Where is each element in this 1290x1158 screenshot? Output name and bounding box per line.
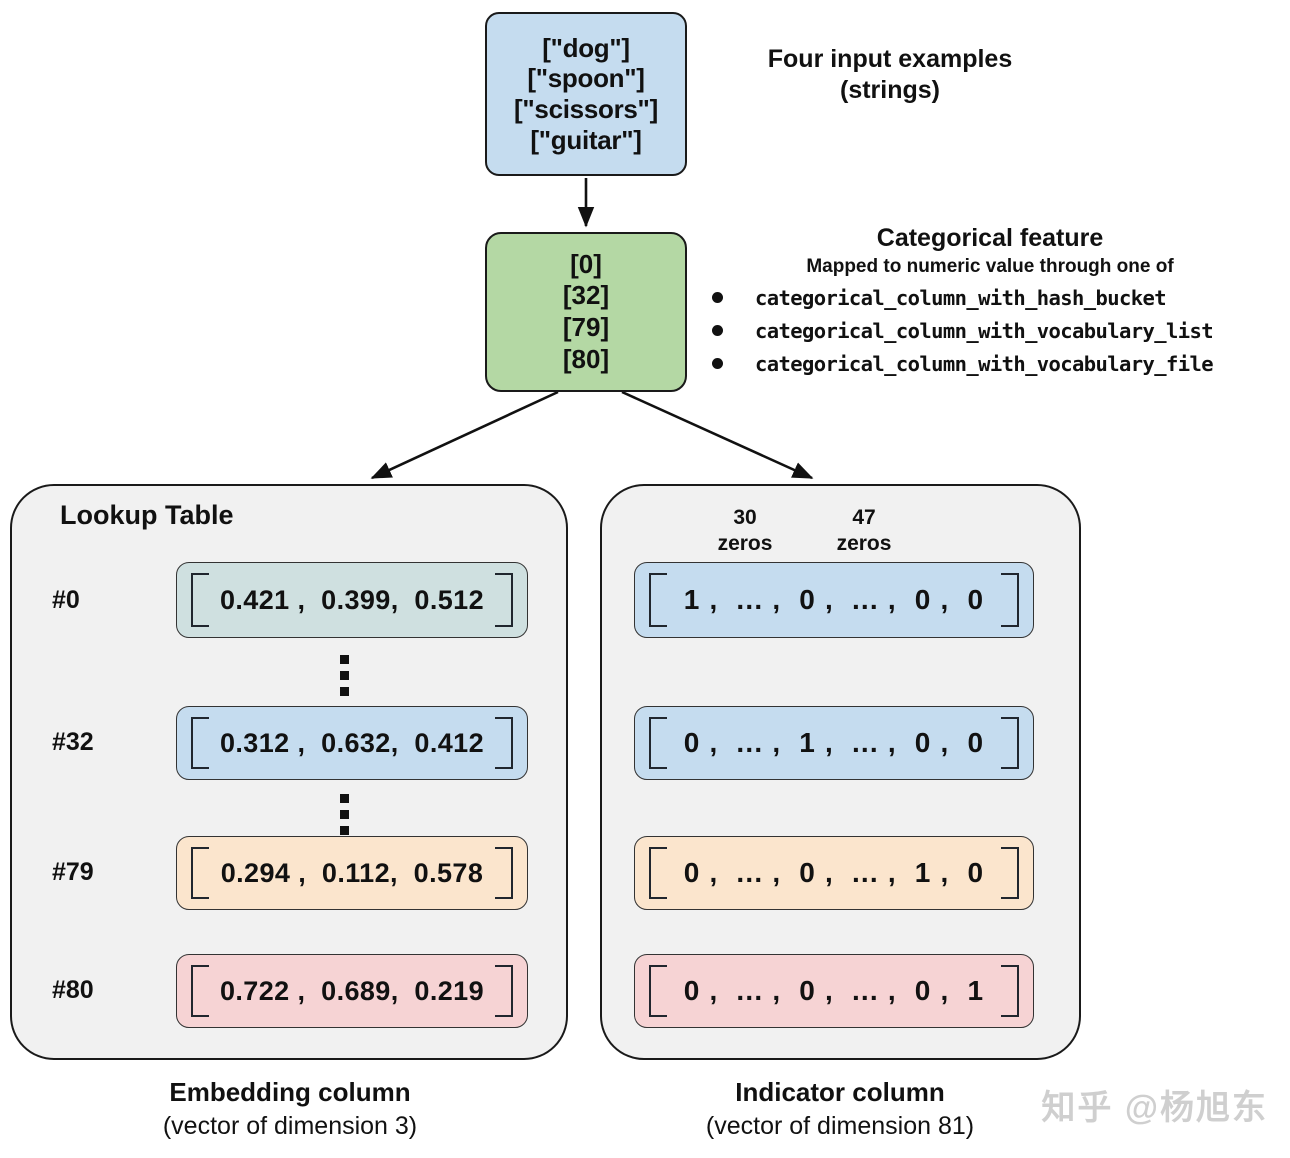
list-item: categorical_column_with_hash_bucket — [712, 282, 1290, 313]
indicator-column-caption: Indicator column (vector of dimension 81… — [590, 1076, 1090, 1142]
embedding-caption-line2: (vector of dimension 3) — [162, 1111, 418, 1140]
bullet-icon — [712, 325, 723, 336]
categorical-feature-subtitle: Mapped to numeric value through one of — [806, 256, 1174, 277]
indicator-row-1: 0 , ... , 1 , ... , 0 , 0 — [634, 706, 1034, 780]
lookup-row-2: 0.294 , 0.112, 0.578 — [176, 836, 528, 910]
bracket-right-icon — [1001, 847, 1019, 899]
zeros-left-count: 30 — [733, 506, 757, 529]
embedding-column-caption: Embedding column (vector of dimension 3) — [30, 1076, 550, 1142]
list-item: categorical_column_with_vocabulary_file — [712, 348, 1290, 379]
categorical-value-2: [79] — [562, 312, 610, 342]
indicator-row-0: 1 , ... , 0 , ... , 0 , 0 — [634, 562, 1034, 638]
input-example-2: ["scissors"] — [514, 94, 658, 124]
lookup-table-title: Lookup Table — [60, 500, 234, 530]
indicator-values-0: 1 , ... , 0 , ... , 0 , 0 — [683, 584, 985, 615]
lookup-row-3: 0.722 , 0.689, 0.219 — [176, 954, 528, 1028]
categorical-method-2: categorical_column_with_vocabulary_file — [755, 351, 1214, 376]
watermark: 知乎 @杨旭东 — [1041, 1089, 1268, 1127]
input-example-0: ["dog"] — [542, 32, 630, 63]
bracket-right-icon — [1001, 717, 1019, 769]
categorical-feature-title: Categorical feature — [876, 224, 1104, 252]
categorical-value-1: [32] — [562, 280, 610, 311]
indicator-values-2: 0 , ... , 0 , ... , 1 , 0 — [683, 857, 985, 888]
vertical-ellipsis-icon — [339, 655, 349, 703]
lookup-index-2: #79 — [52, 858, 94, 886]
indicator-caption-line1: Indicator column — [735, 1077, 945, 1107]
lookup-index-3: #80 — [52, 976, 94, 1004]
categorical-values-box: [0] [32] [79] [80] — [485, 232, 687, 392]
zeros-right-count: 47 — [852, 506, 876, 529]
bracket-right-icon — [495, 847, 513, 899]
lookup-row-1: 0.312 , 0.632, 0.412 — [176, 706, 528, 780]
lookup-index-1: #32 — [52, 728, 94, 756]
zeros-left-word: zeros — [717, 532, 773, 556]
input-example-1: ["spoon"] — [527, 63, 645, 94]
vertical-ellipsis-icon — [339, 794, 349, 842]
bracket-right-icon — [495, 717, 513, 769]
zeros-left-label: 30 zeros — [700, 505, 790, 558]
lookup-values-3: 0.722 , 0.689, 0.219 — [219, 975, 484, 1006]
bracket-right-icon — [495, 965, 513, 1017]
indicator-values-3: 0 , ... , 0 , ... , 0 , 1 — [683, 975, 985, 1006]
input-note-line1: Four input examples — [767, 45, 1013, 73]
categorical-method-0: categorical_column_with_hash_bucket — [755, 285, 1167, 310]
zeros-right-label: 47 zeros — [819, 505, 909, 558]
indicator-row-3: 0 , ... , 0 , ... , 0 , 1 — [634, 954, 1034, 1028]
lookup-values-0: 0.421 , 0.399, 0.512 — [219, 584, 484, 615]
bracket-left-icon — [191, 573, 209, 627]
lookup-values-1: 0.312 , 0.632, 0.412 — [219, 727, 484, 758]
bracket-right-icon — [495, 573, 513, 627]
bullet-icon — [712, 292, 723, 303]
bracket-left-icon — [649, 847, 667, 899]
categorical-value-0: [0] — [570, 248, 602, 279]
bullet-icon — [712, 358, 723, 369]
categorical-method-1: categorical_column_with_vocabulary_list — [755, 318, 1214, 343]
lookup-values-2: 0.294 , 0.112, 0.578 — [220, 857, 484, 888]
bracket-left-icon — [649, 573, 667, 627]
lookup-index-0: #0 — [52, 586, 80, 614]
bracket-left-icon — [191, 847, 209, 899]
categorical-methods-list: categorical_column_with_hash_bucket cate… — [712, 282, 1290, 381]
bracket-left-icon — [191, 717, 209, 769]
bracket-left-icon — [649, 717, 667, 769]
bracket-right-icon — [1001, 573, 1019, 627]
list-item: categorical_column_with_vocabulary_list — [712, 315, 1290, 346]
input-note-line2: (strings) — [840, 76, 940, 105]
categorical-value-3: [80] — [562, 343, 610, 374]
indicator-row-2: 0 , ... , 0 , ... , 1 , 0 — [634, 836, 1034, 910]
input-examples-box: ["dog"] ["spoon"] ["scissors"] ["guitar"… — [485, 12, 687, 176]
bracket-right-icon — [1001, 965, 1019, 1017]
indicator-caption-line2: (vector of dimension 81) — [705, 1111, 975, 1140]
lookup-row-0: 0.421 , 0.399, 0.512 — [176, 562, 528, 638]
indicator-values-1: 0 , ... , 1 , ... , 0 , 0 — [683, 727, 985, 758]
input-example-3: ["guitar"] — [530, 124, 642, 155]
bracket-left-icon — [191, 965, 209, 1017]
bracket-left-icon — [649, 965, 667, 1017]
zeros-right-word: zeros — [836, 532, 892, 556]
embedding-caption-line1: Embedding column — [169, 1077, 411, 1107]
input-note: Four input examples (strings) — [735, 44, 1045, 107]
